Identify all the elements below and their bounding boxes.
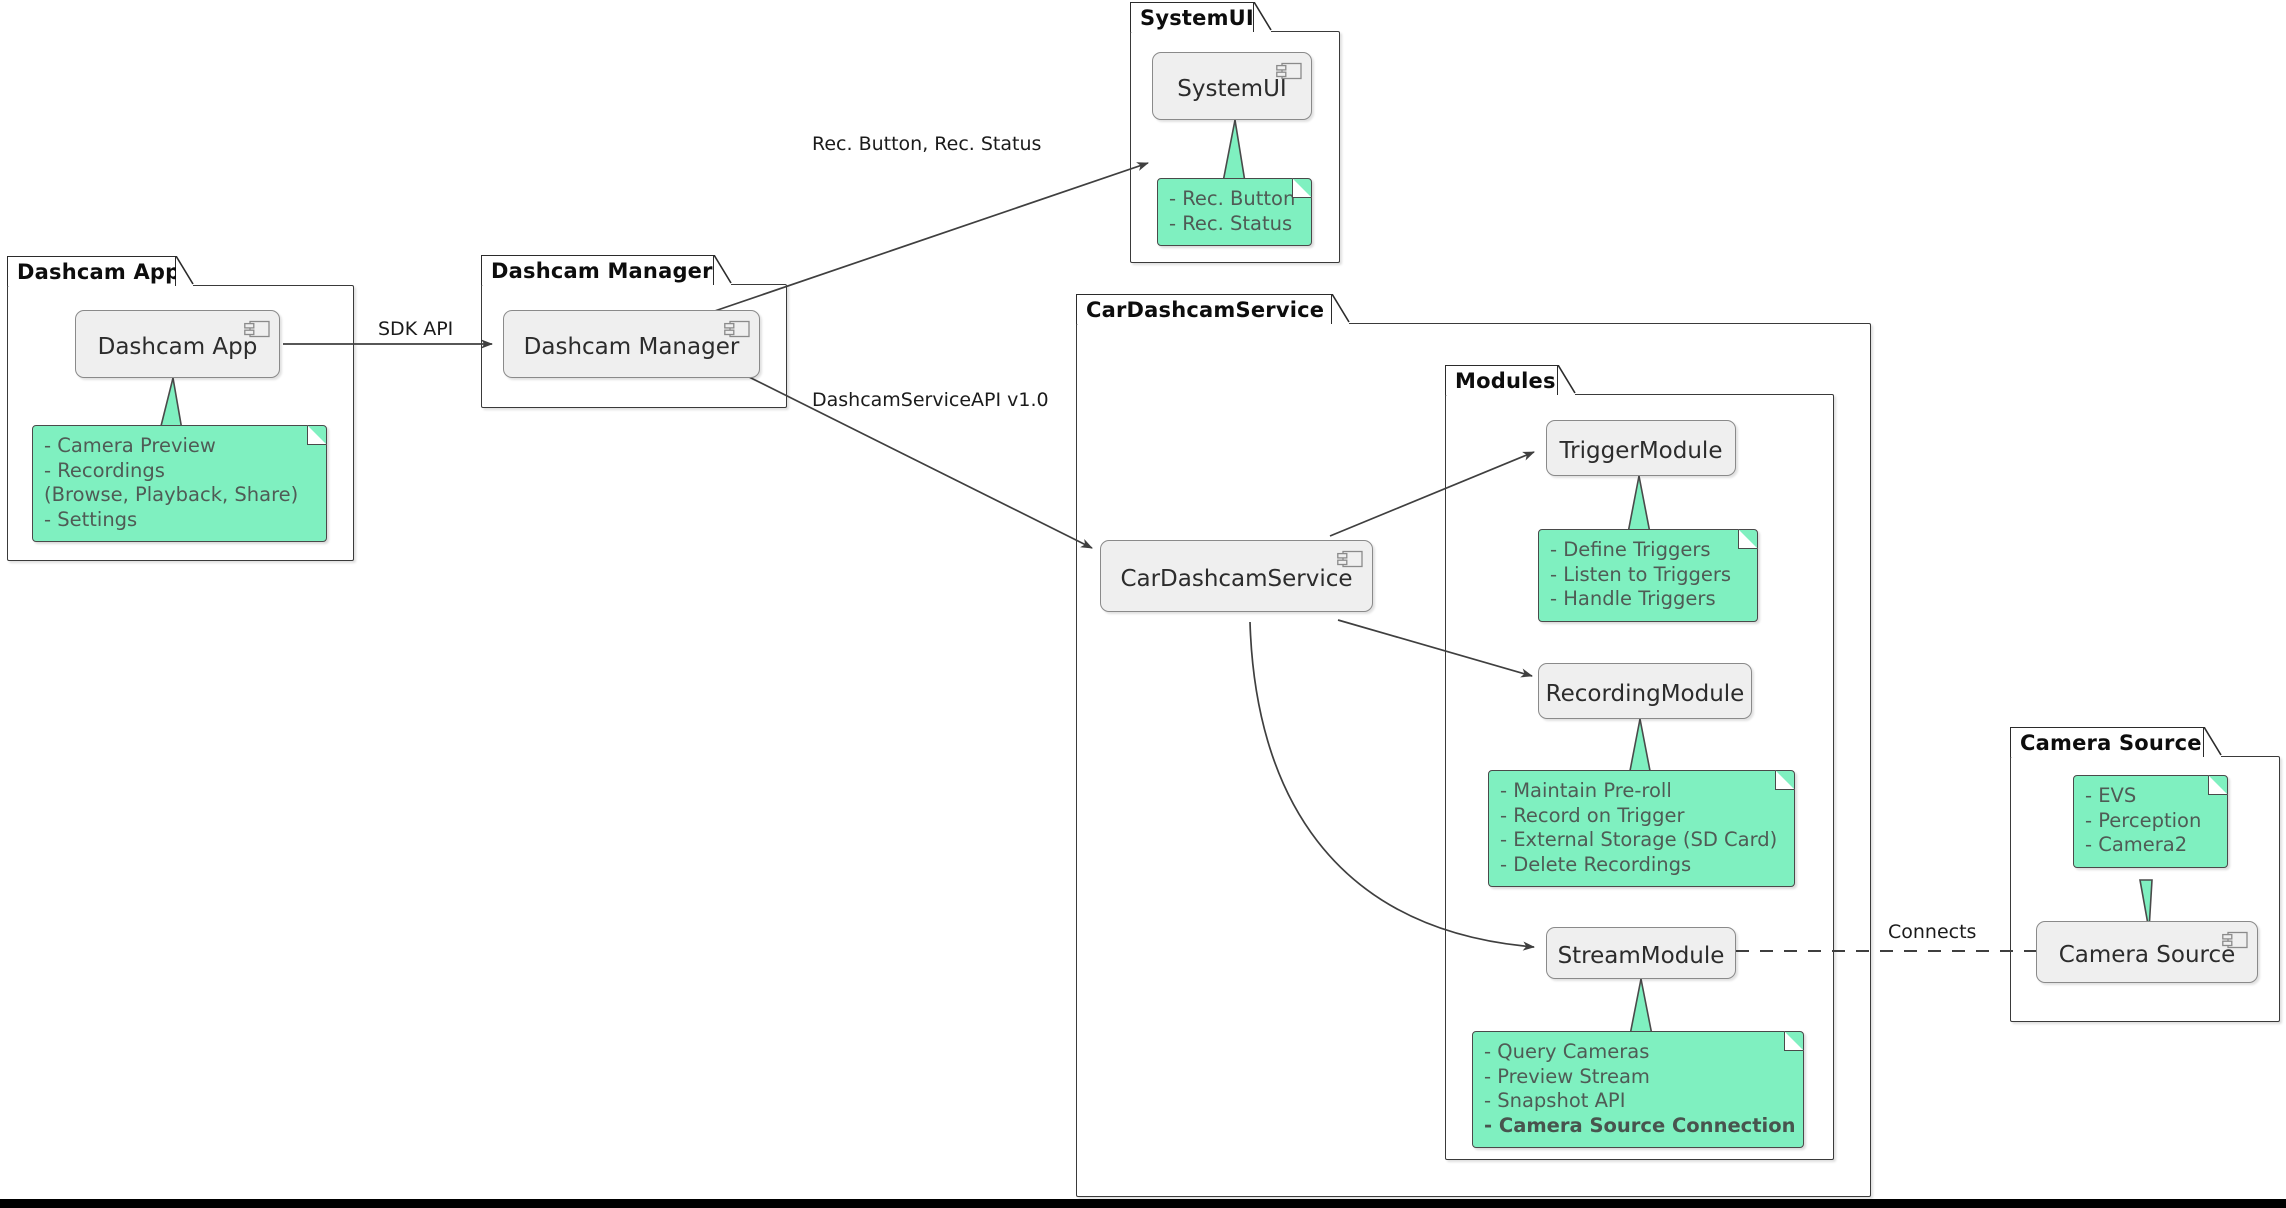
component-system-ui-label: SystemUI xyxy=(1177,76,1287,102)
package-system-ui-tab-corner xyxy=(1254,2,1272,32)
edge-label-sdk-api: SDK API xyxy=(378,318,454,340)
package-dashcam-manager-tab-corner xyxy=(714,255,732,285)
note-line: - Perception xyxy=(2085,808,2202,832)
package-camera-source-label: Camera Source xyxy=(2020,730,2202,755)
note-line: - Delete Recordings xyxy=(1500,852,1692,876)
component-trigger-module-label: TriggerModule xyxy=(1559,438,1723,464)
package-modules-tab: Modules xyxy=(1445,365,1558,395)
component-trigger-module[interactable]: TriggerModule xyxy=(1546,420,1736,476)
component-dashcam-app-label: Dashcam App xyxy=(97,334,258,360)
component-dashcam-app[interactable]: Dashcam App xyxy=(75,310,280,378)
note-line: - Camera Preview xyxy=(44,434,216,457)
uml-component-icon xyxy=(1276,62,1302,80)
package-dashcam-manager-label: Dashcam Manager xyxy=(491,258,713,283)
component-car-dashcam-service[interactable]: CarDashcamService xyxy=(1100,540,1373,612)
note-line: - Camera2 xyxy=(2085,833,2188,856)
package-system-ui-label: SystemUI xyxy=(1140,5,1254,30)
note-line: - Record on Trigger xyxy=(1500,803,1685,827)
package-dashcam-app-tab-corner xyxy=(176,256,194,286)
component-stream-module-label: StreamModule xyxy=(1557,943,1725,969)
note-line: - Camera Source Connection xyxy=(1484,1113,1796,1137)
package-modules-label: Modules xyxy=(1455,368,1556,393)
note-line: - Settings xyxy=(44,507,138,531)
note-line: - Define Triggers xyxy=(1550,538,1711,561)
note-line: (Browse, Playback, Share) xyxy=(44,483,299,506)
component-system-ui[interactable]: SystemUI xyxy=(1152,52,1312,120)
note-line: - Rec. Button xyxy=(1169,187,1296,210)
edge-label-rec-button-status: Rec. Button, Rec. Status xyxy=(812,133,1042,155)
component-dashcam-manager-label: Dashcam Manager xyxy=(523,334,740,360)
note-line: - External Storage (SD Card) xyxy=(1500,828,1778,851)
package-car-dashcam-service-tab: CarDashcamService xyxy=(1076,294,1332,324)
package-car-dashcam-service-tab-corner xyxy=(1332,294,1350,324)
note-line: - Handle Triggers xyxy=(1550,587,1716,610)
note-recording-module: - Maintain Pre-roll - Record on Trigger … xyxy=(1488,770,1795,887)
uml-component-icon xyxy=(244,320,270,338)
component-camera-source-label: Camera Source xyxy=(2058,942,2236,968)
note-system-ui: - Rec. Button - Rec. Status xyxy=(1157,178,1312,246)
package-dashcam-app-tab: Dashcam App xyxy=(7,256,180,286)
package-dashcam-app-label: Dashcam App xyxy=(17,259,181,284)
package-dashcam-manager-tab: Dashcam Manager xyxy=(481,255,714,285)
note-line: - EVS xyxy=(2085,784,2137,807)
edge-label-dashcam-service-api: DashcamServiceAPI v1.0 xyxy=(812,389,1049,411)
uml-component-icon xyxy=(724,320,750,338)
component-recording-module-label: RecordingModule xyxy=(1545,681,1745,707)
component-car-dashcam-service-label: CarDashcamService xyxy=(1120,566,1353,592)
note-trigger-module: - Define Triggers - Listen to Triggers -… xyxy=(1538,529,1758,622)
note-stream-module: - Query Cameras - Preview Stream - Snaps… xyxy=(1472,1031,1804,1148)
note-dashcam-app: - Camera Preview - Recordings (Browse, P… xyxy=(32,425,327,542)
component-recording-module[interactable]: RecordingModule xyxy=(1538,663,1752,719)
bottom-bar xyxy=(0,1199,2286,1208)
note-line: - Snapshot API xyxy=(1484,1089,1626,1112)
uml-component-icon xyxy=(1337,550,1363,568)
note-line: - Listen to Triggers xyxy=(1550,562,1732,586)
uml-component-icon xyxy=(2222,931,2248,949)
component-dashcam-manager[interactable]: Dashcam Manager xyxy=(503,310,760,378)
package-system-ui-tab: SystemUI xyxy=(1130,2,1254,32)
package-camera-source-tab: Camera Source xyxy=(2010,727,2204,757)
package-modules-tab-corner xyxy=(1558,365,1576,395)
package-car-dashcam-service-label: CarDashcamService xyxy=(1086,297,1325,322)
component-stream-module[interactable]: StreamModule xyxy=(1546,927,1736,979)
edge-label-connects: Connects xyxy=(1888,921,1977,943)
note-line: - Query Cameras xyxy=(1484,1040,1650,1063)
note-line: - Recordings xyxy=(44,458,165,482)
package-camera-source-tab-corner xyxy=(2204,727,2222,757)
note-camera-source: - EVS - Perception - Camera2 xyxy=(2073,775,2228,868)
note-line: - Maintain Pre-roll xyxy=(1500,779,1672,802)
note-line: - Rec. Status xyxy=(1169,211,1293,235)
note-line: - Preview Stream xyxy=(1484,1064,1650,1088)
component-camera-source[interactable]: Camera Source xyxy=(2036,921,2258,983)
